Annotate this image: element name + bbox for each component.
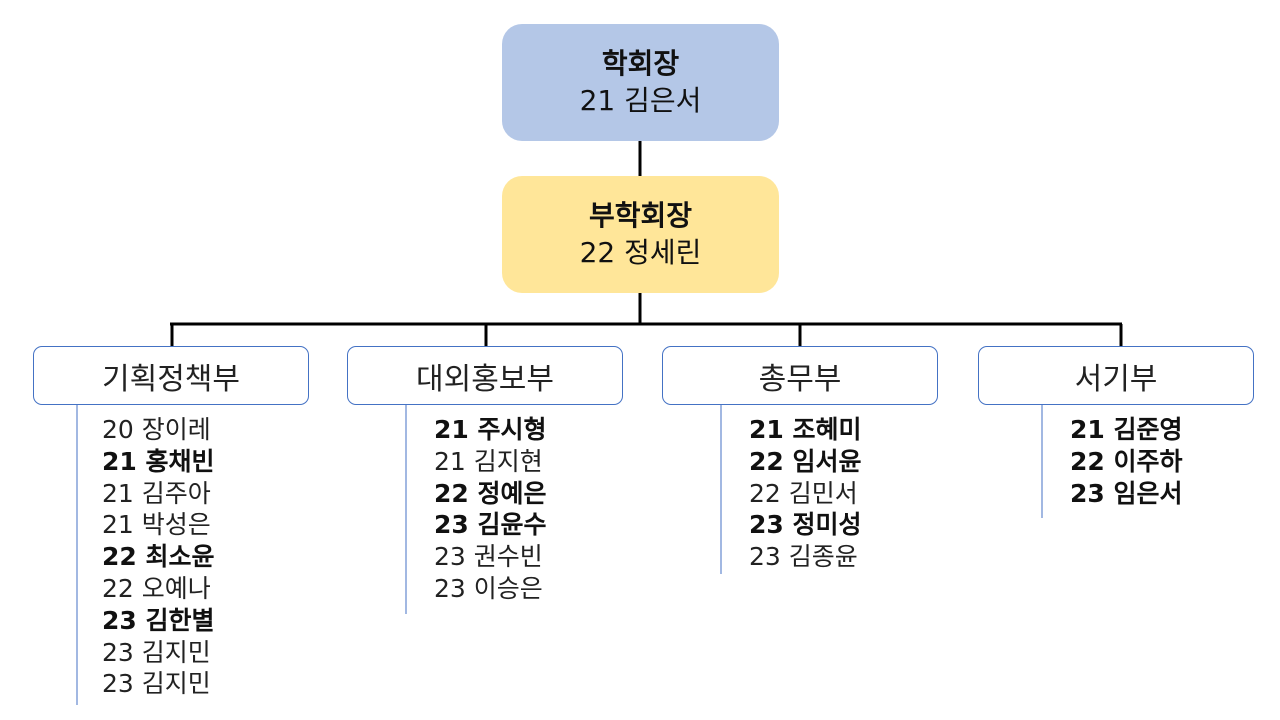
member-item: 22 최소윤 xyxy=(102,542,215,572)
member-item: 22 이주하 xyxy=(1070,446,1183,476)
department-box-planning: 기획정책부 xyxy=(33,346,309,405)
member-item: 22 오예나 xyxy=(102,573,211,603)
member-item: 21 홍채빈 xyxy=(102,446,215,476)
president-box: 학회장 21 김은서 xyxy=(502,24,779,141)
member-item: 23 김윤수 xyxy=(434,510,547,540)
department-box-general-affairs: 총무부 xyxy=(662,346,938,405)
member-item: 21 김지현 xyxy=(434,446,543,476)
vice-president-role: 부학회장 xyxy=(588,199,693,233)
member-item: 22 임서윤 xyxy=(749,446,862,476)
department-box-public-relations: 대외홍보부 xyxy=(347,346,623,405)
member-item: 23 김지민 xyxy=(102,637,211,667)
member-item: 21 주시형 xyxy=(434,415,547,444)
member-item: 23 김지민 xyxy=(102,669,211,699)
member-item: 23 임은서 xyxy=(1070,478,1183,508)
member-item: 23 김한별 xyxy=(102,605,215,635)
member-item: 23 김종윤 xyxy=(749,542,858,572)
president-role: 학회장 xyxy=(601,47,680,81)
member-item: 21 조혜미 xyxy=(749,415,862,444)
department-box-secretary: 서기부 xyxy=(978,346,1254,405)
member-item: 22 정예은 xyxy=(434,478,547,508)
member-item: 23 권수빈 xyxy=(434,542,543,572)
member-item: 21 김주아 xyxy=(102,478,211,508)
member-item: 20 장이레 xyxy=(102,415,211,444)
member-item: 22 김민서 xyxy=(749,478,858,508)
member-item: 23 이승은 xyxy=(434,573,543,603)
member-item: 21 김준영 xyxy=(1070,415,1183,444)
vice-president-name: 22 정세린 xyxy=(579,235,702,269)
vice-president-box: 부학회장 22 정세린 xyxy=(502,176,779,293)
president-name: 21 김은서 xyxy=(579,83,702,117)
member-item: 23 정미성 xyxy=(749,510,862,540)
member-item: 21 박성은 xyxy=(102,510,211,540)
